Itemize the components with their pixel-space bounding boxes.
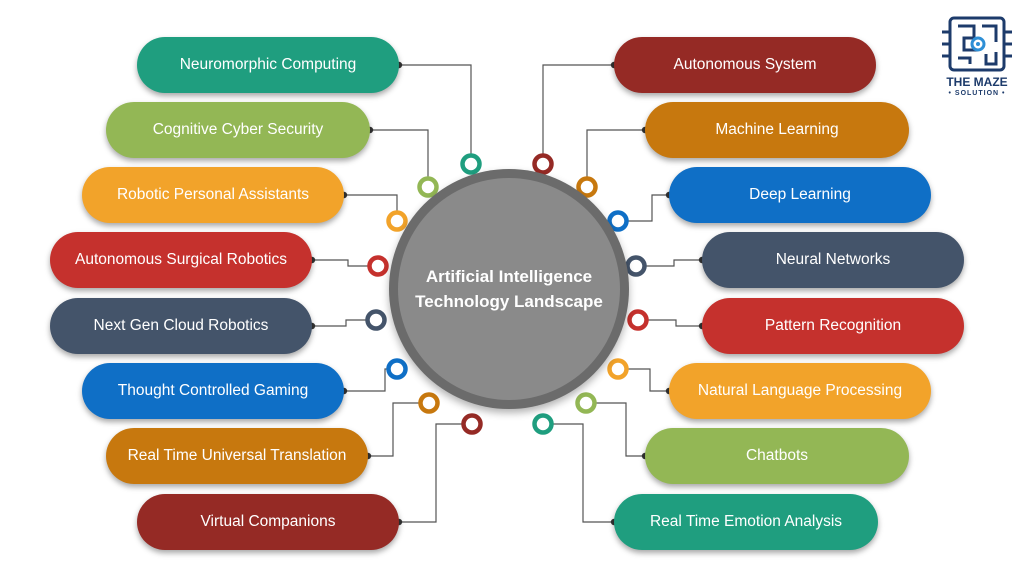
right-connector-8 bbox=[552, 423, 614, 523]
right-ring-7 bbox=[575, 392, 597, 414]
brand-logo: THE MAZE • SOLUTION • bbox=[934, 14, 1020, 104]
left-ring-2 bbox=[417, 176, 439, 198]
right-connector-2 bbox=[586, 129, 645, 178]
right-topic-pill-1: Autonomous System bbox=[614, 37, 876, 93]
center-title: Artificial Intelligence Technology Lands… bbox=[415, 267, 603, 311]
left-ring-6 bbox=[386, 358, 408, 380]
left-topic-pill-5: Next Gen Cloud Robotics bbox=[50, 298, 312, 354]
left-connector-1 bbox=[399, 64, 472, 155]
right-topic-pill-6: Natural Language Processing bbox=[669, 363, 931, 419]
right-ring-4 bbox=[625, 255, 647, 277]
left-ring-3 bbox=[386, 210, 408, 232]
right-connector-1 bbox=[542, 64, 614, 155]
right-topic-pill-5: Pattern Recognition bbox=[702, 298, 964, 354]
left-ring-1 bbox=[460, 153, 482, 175]
right-ring-1 bbox=[532, 153, 554, 175]
right-connector-7 bbox=[595, 402, 645, 457]
left-topic-pill-8: Virtual Companions bbox=[137, 494, 399, 550]
left-connector-8 bbox=[399, 423, 463, 523]
left-topic-pill-1: Neuromorphic Computing bbox=[137, 37, 399, 93]
left-connector-5 bbox=[312, 319, 367, 327]
left-ring-8 bbox=[461, 413, 483, 435]
left-connector-3 bbox=[344, 194, 398, 212]
left-ring-4 bbox=[367, 255, 389, 277]
right-topic-pill-7: Chatbots bbox=[645, 428, 909, 484]
left-topic-pill-2: Cognitive Cyber Security bbox=[106, 102, 370, 158]
right-ring-8 bbox=[532, 413, 554, 435]
left-topic-pill-7: Real Time Universal Translation bbox=[106, 428, 368, 484]
right-ring-2 bbox=[576, 176, 598, 198]
right-connector-5 bbox=[647, 319, 702, 327]
right-ring-6 bbox=[607, 358, 629, 380]
logo-subtitle: • SOLUTION • bbox=[948, 90, 1006, 97]
left-ring-5 bbox=[365, 309, 387, 331]
left-topic-pill-6: Thought Controlled Gaming bbox=[82, 363, 344, 419]
left-connector-2 bbox=[370, 129, 429, 178]
right-connector-3 bbox=[627, 194, 669, 222]
right-connector-6 bbox=[627, 368, 669, 392]
right-connector-4 bbox=[645, 259, 702, 267]
left-connector-7 bbox=[368, 402, 420, 457]
right-topic-pill-3: Deep Learning bbox=[669, 167, 931, 223]
right-ring-5 bbox=[627, 309, 649, 331]
right-topic-pill-8: Real Time Emotion Analysis bbox=[614, 494, 878, 550]
left-connector-6 bbox=[344, 368, 388, 392]
maze-logo-icon bbox=[942, 16, 1012, 72]
right-ring-3 bbox=[607, 210, 629, 232]
center-hub: Artificial Intelligence Technology Lands… bbox=[398, 178, 620, 400]
left-topic-pill-4: Autonomous Surgical Robotics bbox=[50, 232, 312, 288]
left-connector-4 bbox=[312, 259, 369, 267]
left-ring-7 bbox=[418, 392, 440, 414]
left-topic-pill-3: Robotic Personal Assistants bbox=[82, 167, 344, 223]
logo-title: THE MAZE bbox=[946, 75, 1008, 89]
right-topic-pill-4: Neural Networks bbox=[702, 232, 964, 288]
right-topic-pill-2: Machine Learning bbox=[645, 102, 909, 158]
